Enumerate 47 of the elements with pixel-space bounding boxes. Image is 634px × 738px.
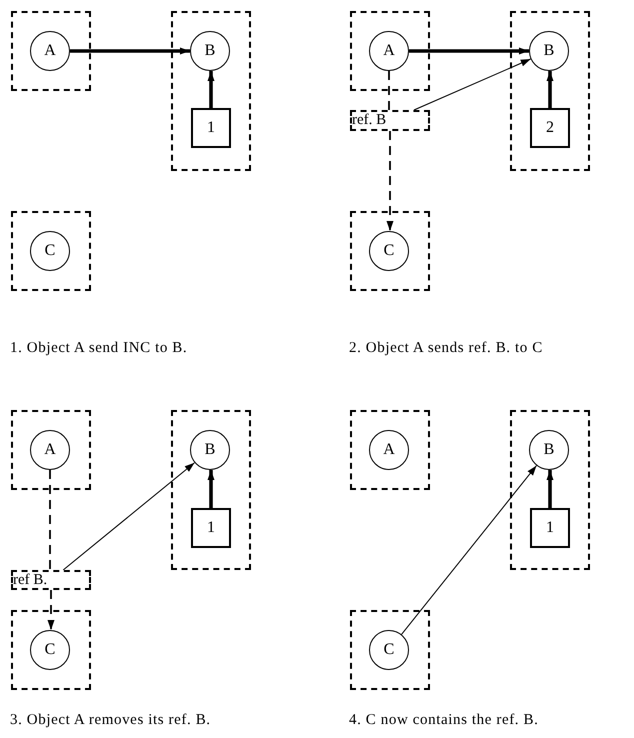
connector-line (388, 71, 390, 110)
arrow (546, 71, 554, 108)
dashed-box (11, 211, 91, 291)
counter-box: 1 (191, 508, 231, 548)
arrow (62, 462, 195, 570)
object-circle: C (30, 630, 70, 670)
dashed-box (171, 410, 251, 570)
arrow (401, 465, 537, 635)
object-circle: B (190, 31, 230, 71)
object-circle: A (30, 430, 70, 470)
object-circle: C (369, 630, 409, 670)
object-circle: B (529, 31, 569, 71)
arrow (70, 48, 190, 54)
reference-box: ref B. (11, 570, 91, 590)
dashed-box (350, 610, 430, 690)
arrow (546, 470, 554, 508)
dashed-box (350, 410, 430, 490)
dashed-box (350, 11, 430, 91)
reference-box: ref. B (350, 110, 430, 131)
panel-caption: 4. C now contains the ref. B. (349, 712, 538, 729)
dashed-box (510, 410, 590, 570)
arrow (208, 470, 214, 508)
dashed-box (171, 11, 251, 171)
counter-box: 1 (191, 108, 231, 148)
connector-line (49, 470, 51, 570)
object-circle: C (369, 231, 409, 271)
arrow (48, 590, 54, 630)
dashed-box (11, 410, 91, 490)
object-circle: A (369, 430, 409, 470)
object-circle: A (369, 31, 409, 71)
dashed-box (11, 11, 91, 91)
dashed-box (350, 211, 430, 291)
object-circle: C (30, 231, 70, 271)
arrow (414, 58, 532, 110)
dashed-box (11, 610, 91, 690)
counter-box: 1 (530, 508, 570, 548)
arrow (208, 71, 214, 108)
counter-box: 2 (530, 108, 570, 148)
panel-caption: 3. Object A removes its ref. B. (10, 712, 211, 729)
object-circle: A (30, 31, 70, 71)
object-circle: B (529, 430, 569, 470)
panel-caption: 2. Object A sends ref. B. to C (349, 340, 543, 357)
arrow (409, 48, 529, 54)
dashed-box (510, 11, 590, 171)
object-circle: B (190, 430, 230, 470)
panel-caption: 1. Object A send INC to B. (10, 340, 188, 357)
arrow (386, 131, 394, 231)
